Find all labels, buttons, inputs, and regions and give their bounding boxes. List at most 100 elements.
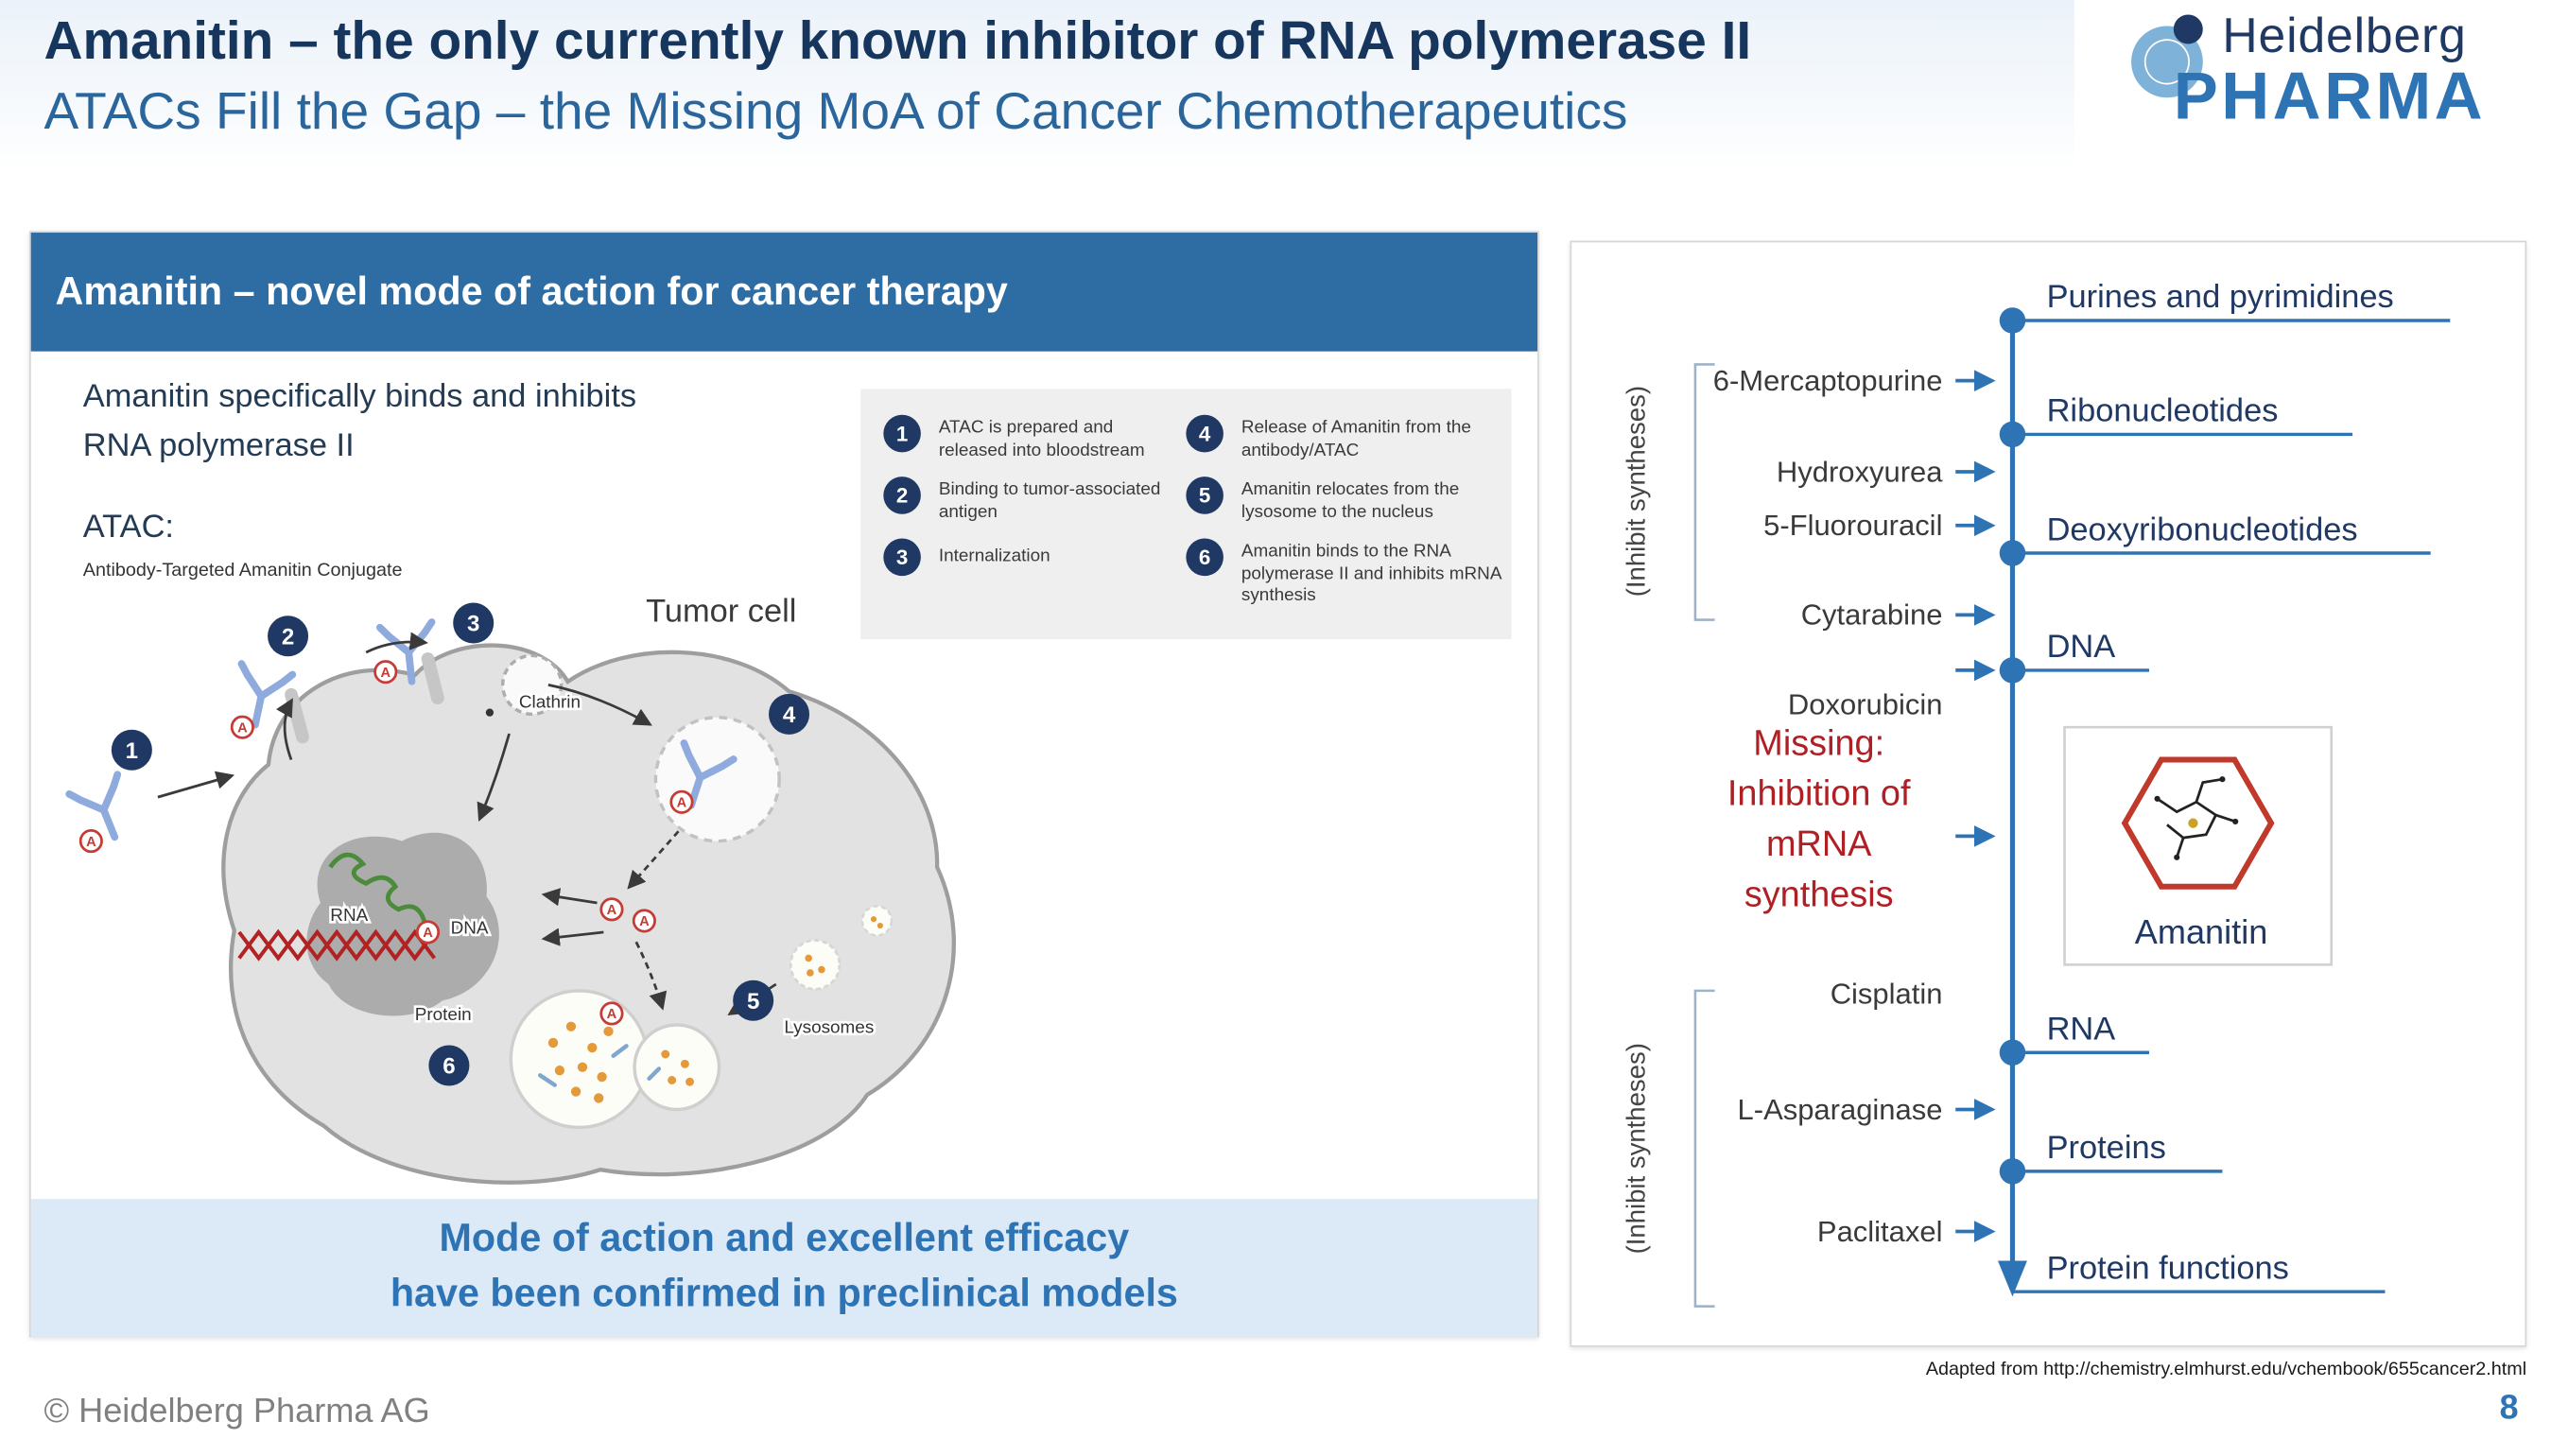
intro-text: Amanitin specifically binds and inhibits… xyxy=(83,373,636,470)
step-badge-1: 1 xyxy=(111,729,152,771)
svg-text:A: A xyxy=(607,1007,617,1022)
drug-cisplatin: Cisplatin xyxy=(1831,978,1943,1011)
legend-text-2: Binding to tumor-associated antigen xyxy=(938,479,1161,522)
pathway-node-dna: DNA xyxy=(1999,629,2149,684)
logo-text-pharma: PHARMA xyxy=(2173,58,2487,134)
amanitin-payload-icon: A xyxy=(230,715,254,739)
step-badge-3: 3 xyxy=(453,602,495,644)
inhibit-syntheses-label-bottom: (Inhibit syntheses) xyxy=(1622,1043,1651,1254)
lysosome-contents xyxy=(547,916,883,1103)
chemotherapy-pathway-panel: Purines and pyrimidines Ribonucleotides … xyxy=(1570,240,2527,1347)
header-background xyxy=(0,0,2074,173)
svg-text:Missing:: Missing: xyxy=(1753,723,1884,763)
clathrin-pit xyxy=(500,653,564,717)
free-amanitin-icon: A xyxy=(599,1001,624,1026)
svg-text:5: 5 xyxy=(747,989,759,1014)
tumor-cell-label: Tumor cell xyxy=(646,594,797,630)
step-badge-4: 4 xyxy=(769,693,810,735)
amanitin-payload-icon: A xyxy=(78,829,103,854)
svg-text:Deoxyribonucleotides: Deoxyribonucleotides xyxy=(2047,511,2358,547)
antibody-1 xyxy=(69,774,139,846)
svg-text:Proteins: Proteins xyxy=(2047,1130,2166,1166)
svg-text:Inhibition of: Inhibition of xyxy=(1727,774,1911,814)
svg-text:A: A xyxy=(639,914,650,929)
free-amanitin-icon: A xyxy=(632,909,656,933)
rna-strand xyxy=(328,852,427,924)
steps-legend: 1 ATAC is prepared and released into blo… xyxy=(860,389,1512,640)
legend-badge-2: 2 xyxy=(883,477,921,514)
svg-text:A: A xyxy=(423,926,433,941)
svg-text:A: A xyxy=(237,720,248,736)
svg-text:3: 3 xyxy=(467,612,479,637)
inhibit-bracket-top xyxy=(1693,363,1715,621)
source-attribution: Adapted from http://chemistry.elmhurst.e… xyxy=(1925,1360,2527,1380)
drug-hydroxyurea: Hydroxyurea xyxy=(1777,455,1996,488)
legend-text-6: Amanitin binds to the RNA polymerase II … xyxy=(1241,541,1501,606)
conclusion-line-1: Mode of action and excellent efficacy xyxy=(439,1217,1130,1261)
legend-badge-3: 3 xyxy=(883,538,921,577)
svg-text:Doxorubicin: Doxorubicin xyxy=(1788,687,1943,720)
svg-text:DNA: DNA xyxy=(2047,629,2116,665)
mode-of-action-panel: Amanitin – novel mode of action for canc… xyxy=(28,231,1539,1338)
pathway-diagram: Purines and pyrimidines Ribonucleotides … xyxy=(1622,279,2451,1308)
panel-header-bar: Amanitin – novel mode of action for canc… xyxy=(30,233,1538,352)
tumor-cell-diagram: A A A A A A xyxy=(43,602,956,1185)
clathrin-label: Clathrin xyxy=(519,692,581,712)
inhibit-bracket-bottom xyxy=(1693,989,1715,1308)
svg-text:2: 2 xyxy=(282,624,294,650)
legend-badge-5: 5 xyxy=(1186,477,1223,514)
amanitin-molecule-structure-icon xyxy=(2156,777,2236,858)
step-badge-2: 2 xyxy=(268,615,309,657)
svg-text:Protein functions: Protein functions xyxy=(2047,1250,2289,1286)
slide-title: Amanitin – the only currently known inhi… xyxy=(43,9,1752,70)
legend-badge-4: 4 xyxy=(1186,414,1223,453)
legend-text-4: Release of Amanitin from the antibody/AT… xyxy=(1241,418,1471,460)
drug-doxorubicin: Doxorubicin xyxy=(1788,659,1996,720)
pathway-node-proteins: Proteins xyxy=(1999,1130,2223,1185)
free-amanitin-icon: A xyxy=(599,897,624,922)
clathrin-pointer-dot xyxy=(485,708,495,717)
conclusion-banner: Mode of action and excellent efficacy ha… xyxy=(30,1199,1538,1338)
panel-header-title: Amanitin – novel mode of action for canc… xyxy=(55,269,1008,314)
pathway-node-protein-functions: Protein functions xyxy=(2012,1250,2386,1293)
atac-title: ATAC: xyxy=(82,509,175,546)
amanitin-molecule-box: Amanitin xyxy=(2063,725,2333,966)
drug-5-fluorouracil: 5-Fluorouracil xyxy=(1763,509,1996,542)
molecule-atoms xyxy=(2154,776,2239,860)
legend-text-3: Internalization xyxy=(938,546,1050,566)
company-logo: Heidelberg PHARMA xyxy=(2118,9,2541,134)
svg-text:5-Fluorouracil: 5-Fluorouracil xyxy=(1763,509,1942,542)
molecule-sulfur-atom xyxy=(2188,818,2198,828)
lysosome-rods xyxy=(538,1044,662,1087)
logo-text: Heidelberg PHARMA xyxy=(2174,9,2486,134)
svg-text:Hydroxyurea: Hydroxyurea xyxy=(1777,455,1943,488)
intro-line-2: RNA polymerase II xyxy=(82,427,355,464)
legend-badge-1: 1 xyxy=(883,414,921,453)
free-amanitin-icon: A xyxy=(415,920,441,945)
lysosomes-label: Lysosomes xyxy=(784,1018,874,1038)
svg-text:Purines and pyrimidines: Purines and pyrimidines xyxy=(2047,279,2394,315)
conclusion-line-2: have been confirmed in preclinical model… xyxy=(390,1272,1178,1317)
logo-text-heidelberg: Heidelberg xyxy=(2222,9,2467,64)
svg-text:Cytarabine: Cytarabine xyxy=(1801,598,1943,632)
svg-text:synthesis: synthesis xyxy=(1744,875,1894,914)
legend-text-1: ATAC is prepared and released into blood… xyxy=(938,418,1145,460)
svg-text:A: A xyxy=(86,835,96,850)
pathway-node-rna: RNA xyxy=(1999,1012,2149,1066)
step-badge-6: 6 xyxy=(428,1045,470,1086)
svg-text:Ribonucleotides: Ribonucleotides xyxy=(2047,393,2279,429)
protein-label: Protein xyxy=(415,1005,472,1025)
drug-paclitaxel: Paclitaxel xyxy=(1817,1215,1996,1248)
dna-helix xyxy=(237,928,436,962)
drug-6-mercaptopurine: 6-Mercaptopurine xyxy=(1713,364,1996,397)
intro-line-1: Amanitin specifically binds and inhibits xyxy=(82,378,637,415)
endocytic-vesicle xyxy=(653,716,781,843)
amanitin-payload-icon: A xyxy=(669,789,694,814)
dna-label: DNA xyxy=(451,919,489,939)
legend-badge-6: 6 xyxy=(1186,538,1223,577)
atac-subtitle: Antibody-Targeted Amanitin Conjugate xyxy=(82,561,403,581)
inhibit-syntheses-label-top: (Inhibit syntheses) xyxy=(1622,386,1651,597)
svg-text:mRNA: mRNA xyxy=(1766,824,1872,864)
